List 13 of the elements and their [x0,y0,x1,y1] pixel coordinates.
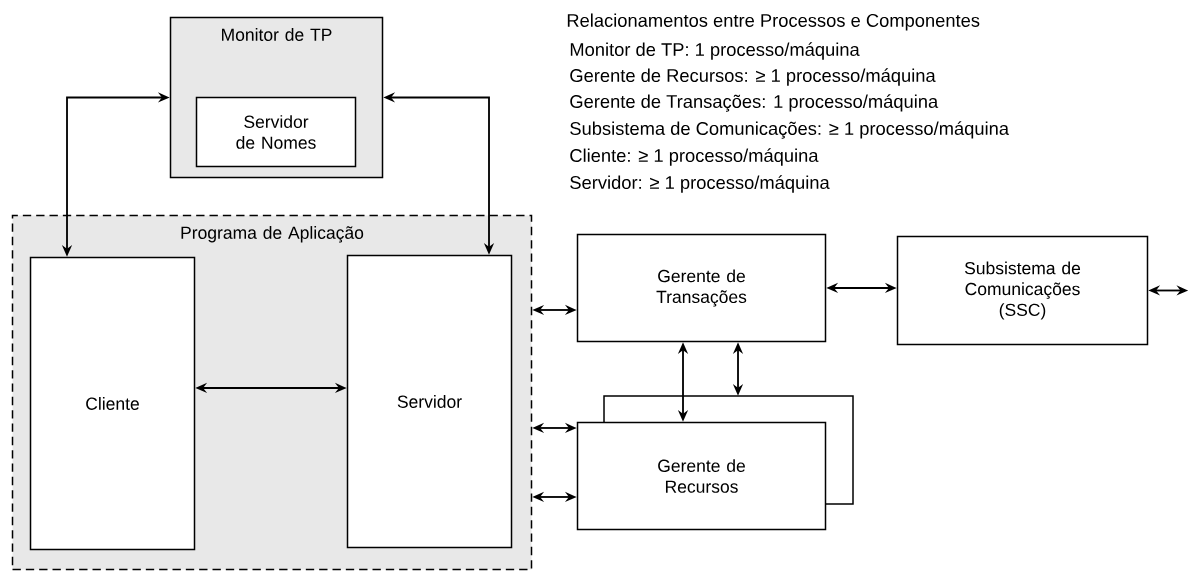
process-box: Servidor de Nomes [195,96,357,168]
note-text: Gerente de Transações: 1 processo/máquina [570,94,939,112]
process-box: Cliente [29,256,196,551]
process-box: Gerente de Transações [576,233,827,343]
process-box: Subsistema de Comunicações (SSC) [896,235,1149,346]
heading: Relacionamentos entre Processos e Componentes [567,13,980,31]
note-text: Gerente de Recursos: ≥ 1 processo/máquina [570,68,936,86]
note-text: Subsistema de Comunicações: ≥ 1 processo/máquina [570,121,1009,139]
note-text: Cliente: ≥ 1 processo/máquina [570,148,819,166]
process-box: Servidor [346,254,513,549]
note-text: Monitor de TP: 1 processo/máquina [570,42,860,60]
stacked-box: Gerente de Recursos [576,395,854,531]
note-text: Servidor: ≥ 1 processo/máquina [570,175,830,193]
